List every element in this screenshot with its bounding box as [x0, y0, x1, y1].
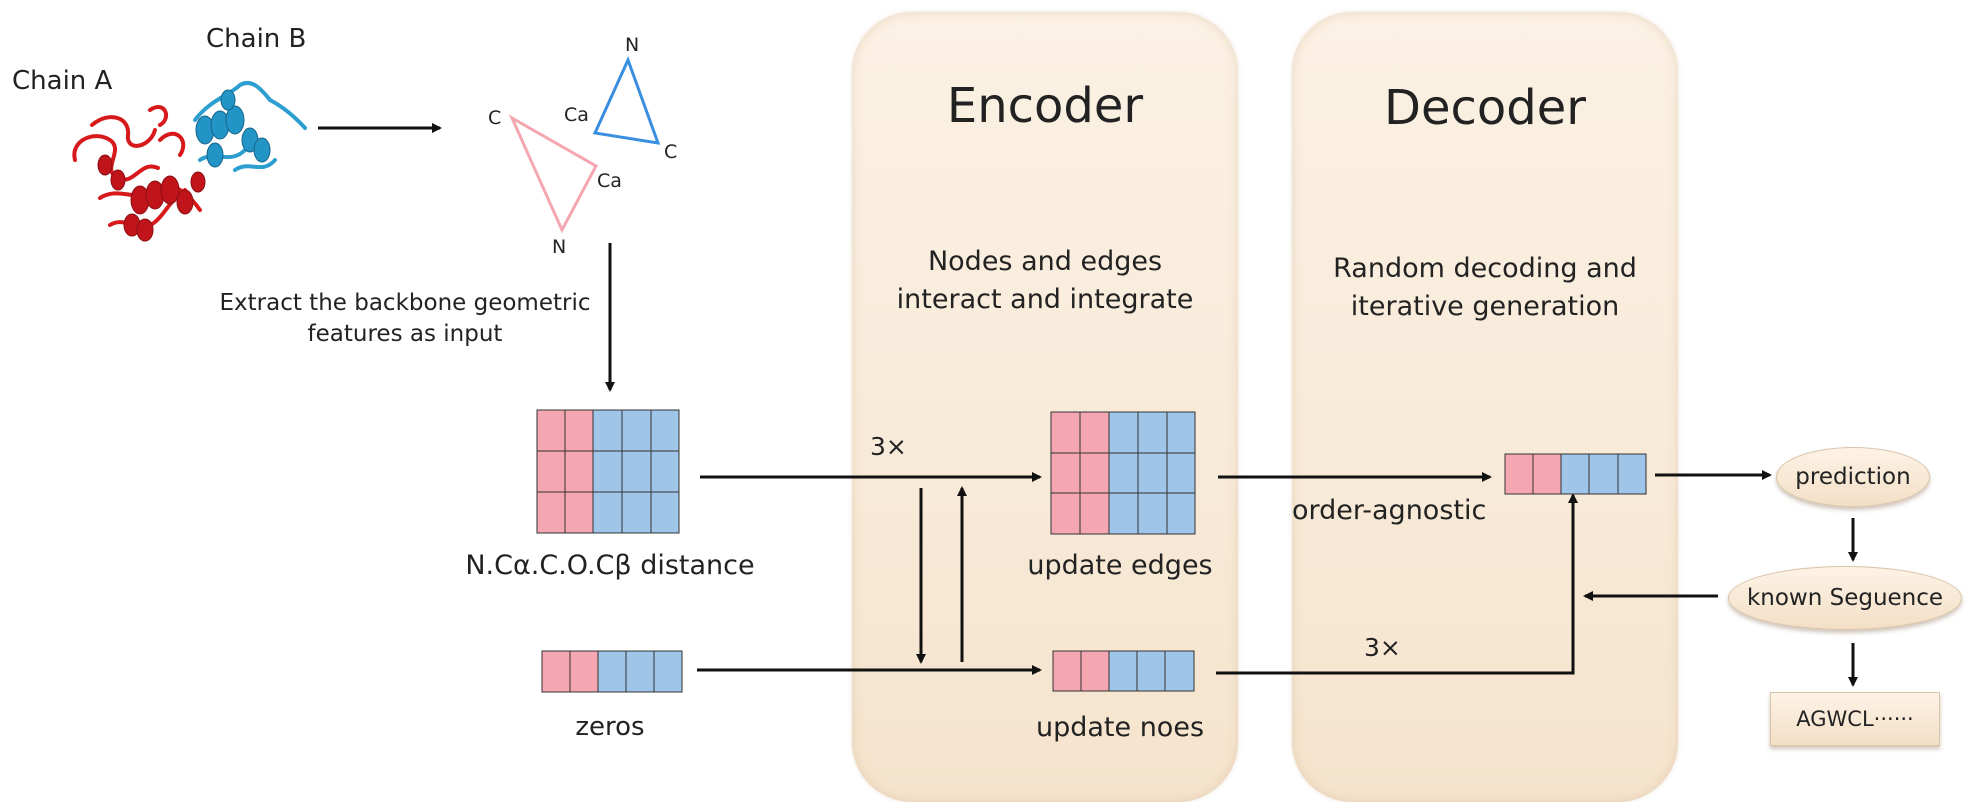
extract-caption: Extract the backbone geometric features …	[200, 288, 610, 350]
distance-label: N.Cα.C.O.Cβ distance	[465, 550, 755, 581]
atom-c-pink-label: C	[488, 107, 502, 129]
known-sequence-label: known Seguence	[1746, 585, 1944, 611]
update-edges-label: update edges	[1027, 550, 1213, 581]
update-nodes-label: update noes	[1035, 712, 1205, 743]
atom-c-blue-label: C	[664, 141, 678, 163]
chain-b-label: Chain B	[206, 24, 307, 54]
decoder-description-line2: iterative generation	[1350, 291, 1620, 322]
chain-b-helices	[195, 89, 271, 168]
atom-n-pink-label: N	[552, 236, 567, 258]
decoder-title: Decoder	[1384, 80, 1586, 136]
chain-a-helices	[97, 154, 206, 242]
encoder-description-line2: interact and integrate	[896, 284, 1194, 315]
decoder-repeat-label: 3×	[1364, 633, 1401, 662]
zeros-vector	[541, 650, 683, 693]
decoder-description: Random decoding and iterative generation	[1292, 250, 1678, 326]
decoder-description-line1: Random decoding and	[1333, 253, 1637, 284]
update-edges-grid	[1050, 411, 1196, 535]
order-agnostic-label: order-agnostic	[1292, 495, 1487, 526]
chain-b-ribbon	[193, 80, 307, 172]
prediction-node: prediction	[1776, 447, 1930, 507]
arrow-nodes-to-decoder	[1216, 493, 1578, 675]
diagram-canvas	[72, 56, 1858, 693]
zeros-label: zeros	[575, 712, 645, 742]
update-nodes-vector	[1052, 650, 1195, 692]
prediction-label: prediction	[1795, 464, 1911, 490]
encoder-description-line1: Nodes and edges	[927, 246, 1163, 277]
blue-backbone-triangle	[592, 56, 661, 145]
encoder-repeat-label: 3×	[870, 432, 907, 461]
atom-n-blue-label: N	[625, 34, 640, 56]
decoder-output-vector	[1504, 453, 1647, 495]
decoder-panel	[1292, 12, 1678, 802]
encoder-description: Nodes and edges interact and integrate	[852, 243, 1238, 319]
known-sequence-node: known Seguence	[1728, 566, 1962, 630]
extract-caption-line2: features as input	[307, 321, 503, 347]
pink-backbone-triangle	[508, 114, 599, 234]
extract-caption-line1: Extract the backbone geometric	[219, 290, 591, 316]
atom-ca-blue-label: Ca	[564, 104, 589, 126]
result-sequence-box: AGWCL······	[1770, 692, 1940, 746]
atom-ca-pink-label: Ca	[597, 170, 622, 192]
protein-structure-icon	[72, 80, 307, 242]
chain-a-label: Chain A	[12, 66, 113, 96]
distance-feature-grid	[536, 409, 680, 534]
encoder-title: Encoder	[946, 78, 1144, 134]
result-sequence-label: AGWCL······	[1796, 707, 1914, 731]
